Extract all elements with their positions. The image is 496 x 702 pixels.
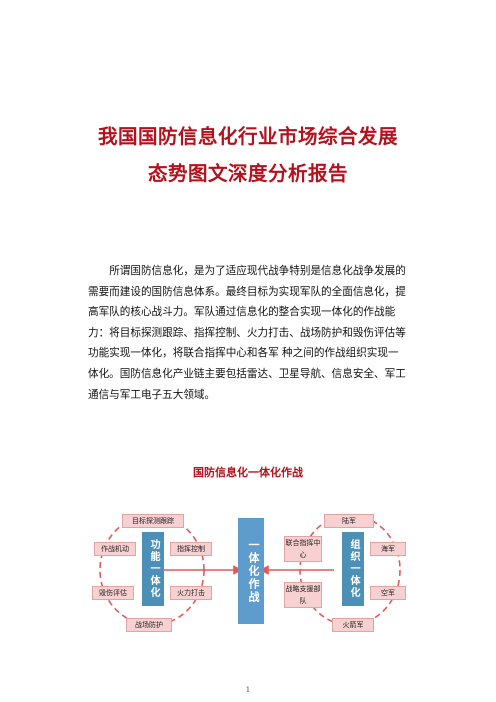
node-joint-command: 联合指挥中心 xyxy=(284,536,322,562)
node-fire-strike: 火力打击 xyxy=(170,586,212,600)
intro-paragraph: 所谓国防信息化，是为了适应现代战争特别是信息化战争发展的 需要而建设的国防信息体… xyxy=(88,261,422,405)
organization-integration-bar: 组织一体化 xyxy=(342,532,364,606)
node-navy: 海军 xyxy=(370,542,406,556)
report-title-line-2: 态势图文深度分析报告 xyxy=(147,162,348,185)
node-damage-assessment: 毁伤评估 xyxy=(92,586,134,600)
report-title-line-1: 我国国防信息化行业市场综合发展 xyxy=(97,125,398,148)
integration-diagram: 目标探测跟踪 作战机动 指挥控制 毁伤评估 火力打击 战场防护 功能一体化 一体… xyxy=(88,500,410,642)
paragraph-line: 高军队的核心战斗力。军队通过信息化的整合实现一体化的作战能 xyxy=(88,306,396,319)
node-strategic-support: 战略支援部队 xyxy=(284,582,322,608)
paragraph-line: 所谓国防信息化，是为了适应现代战争特别是信息化战争发展的 xyxy=(109,265,406,277)
node-target-tracking: 目标探测跟踪 xyxy=(122,514,184,528)
node-army: 陆军 xyxy=(324,514,374,528)
node-rocket-force: 火箭军 xyxy=(332,618,374,632)
paragraph-line: 需要而建设的国防信息体系。最终目标为实现军队的全面信息化，提 xyxy=(88,285,406,298)
paragraph-line: 力：将目标探测跟踪、指挥控制、火力打击、战场防护和毁伤评估等 xyxy=(88,326,406,339)
paragraph-line: 功能实现一体化，将联合指挥中心和各军 种之间的作战组织实现一 xyxy=(88,347,399,360)
function-integration-bar: 功能一体化 xyxy=(142,532,164,606)
node-command-control: 指挥控制 xyxy=(170,542,212,556)
node-maneuver: 作战机动 xyxy=(94,542,136,556)
integrated-operations-bar: 一体化作战 xyxy=(238,518,264,624)
node-air-force: 空军 xyxy=(370,586,406,600)
node-battlefield-protection: 战场防护 xyxy=(126,618,172,632)
figure-caption: 国防信息化一体化作战 xyxy=(193,466,303,479)
paragraph-line: 通信与军工电子五大领域。 xyxy=(88,388,216,401)
paragraph-line: 体化。国防信息化产业链主要包括雷达、卫星导航、信息安全、军工 xyxy=(88,367,406,380)
page-number: 1 xyxy=(245,686,251,694)
